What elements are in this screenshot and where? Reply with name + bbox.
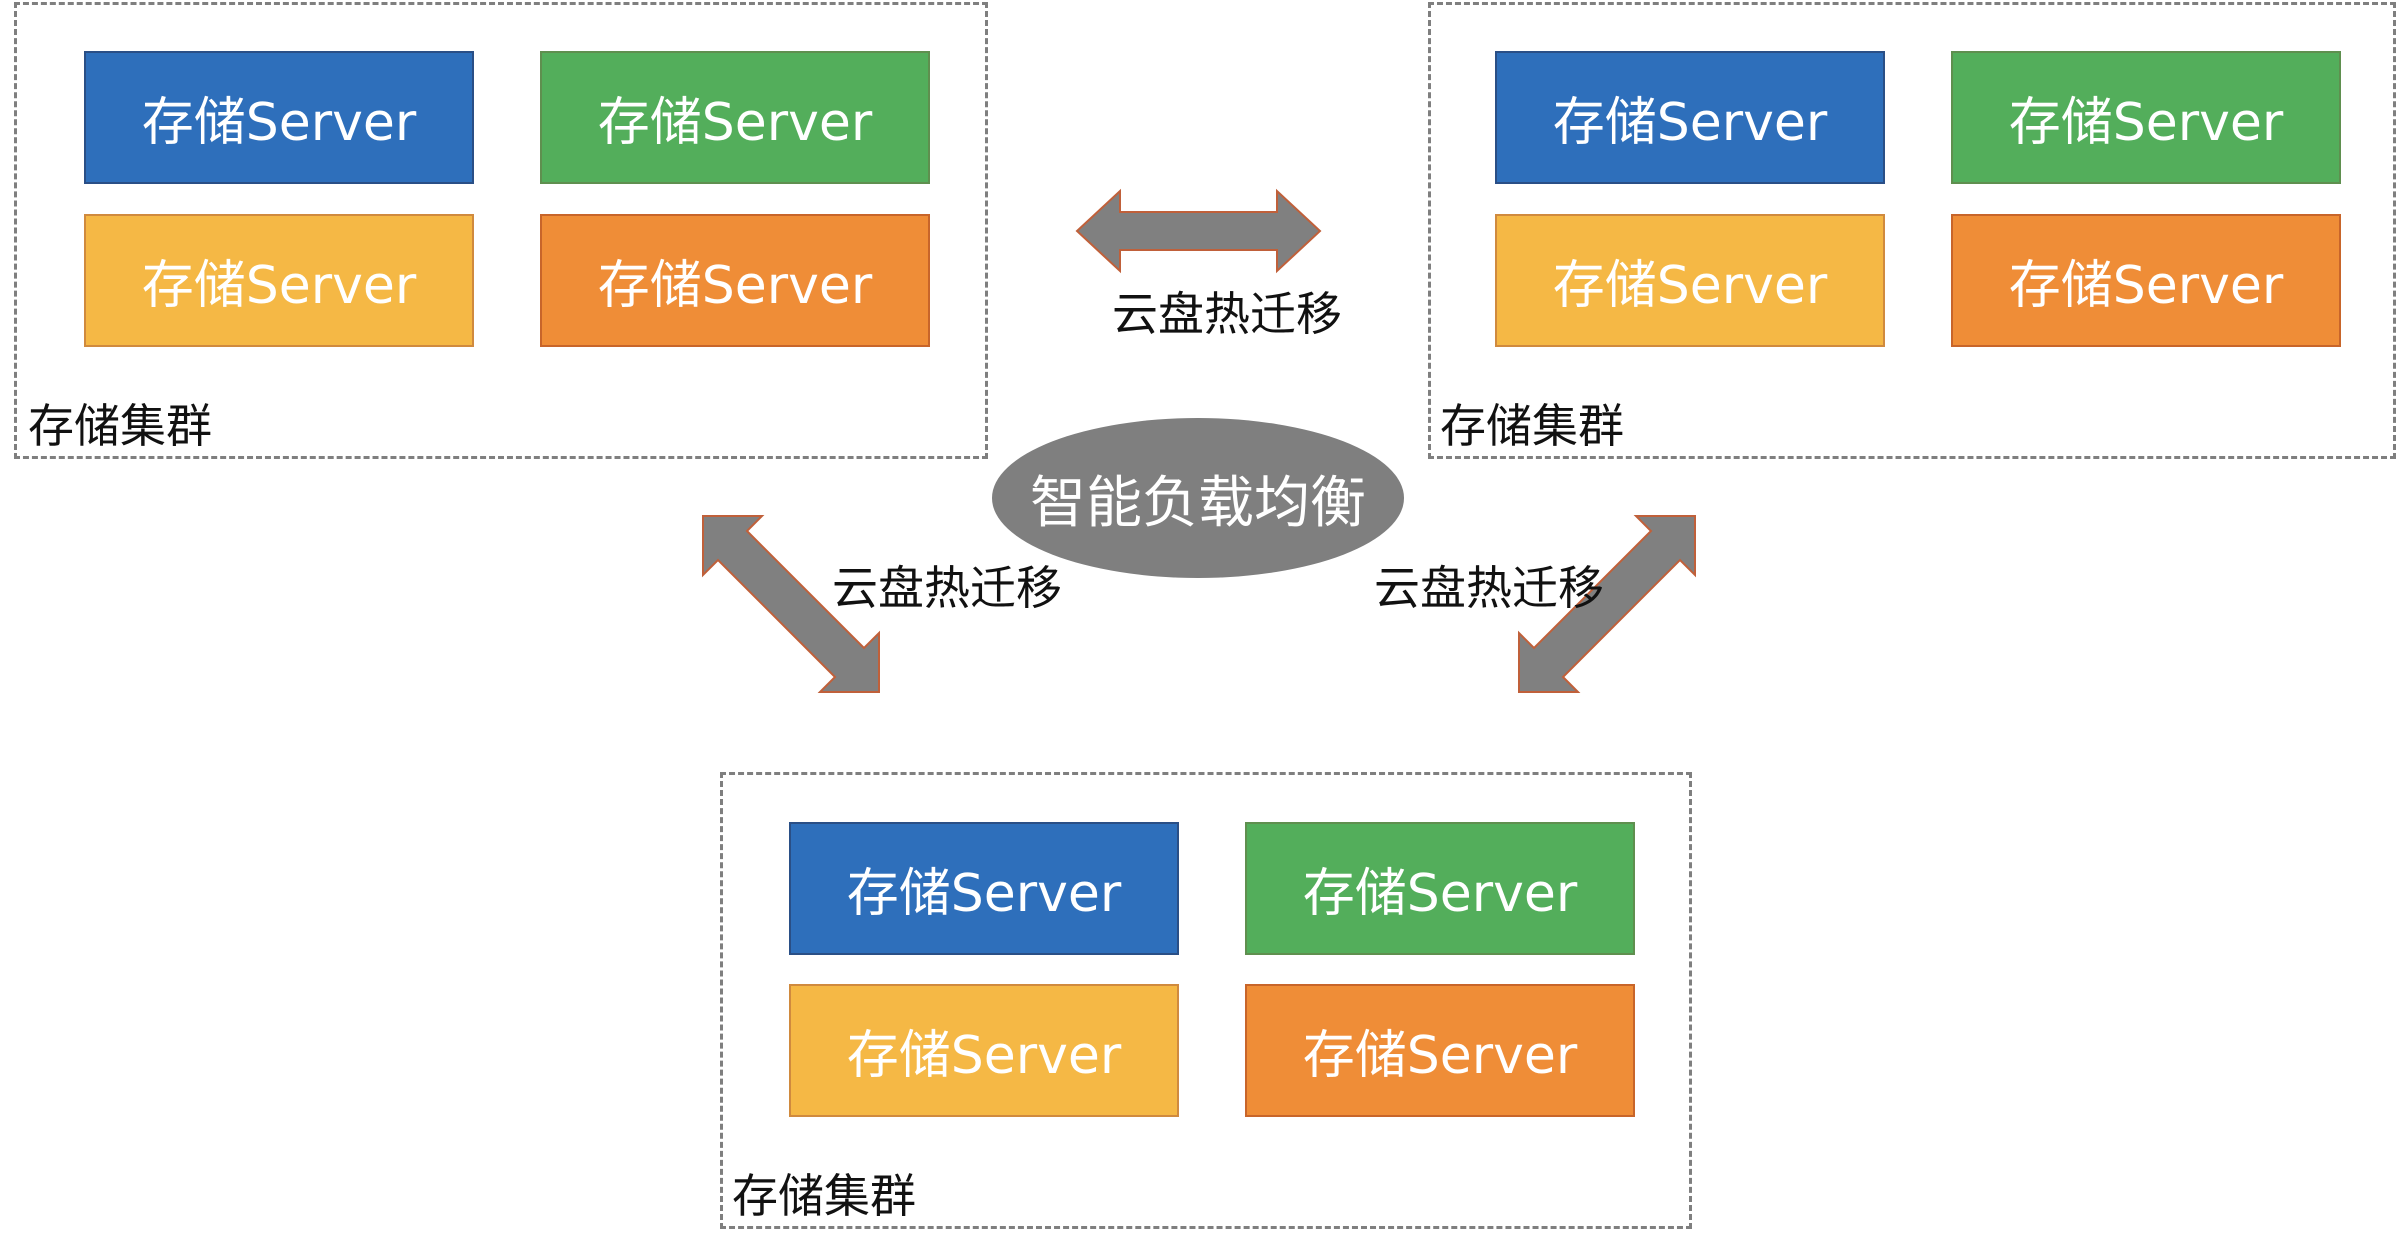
double-arrow-horizontal-icon <box>1075 188 1322 274</box>
storage-cluster-bottom <box>720 772 1692 1229</box>
migration-label-right: 云盘热迁移 <box>1374 561 1604 615</box>
smart-load-balancer: 智能负载均衡 <box>992 418 1404 578</box>
cluster-label: 存储集群 <box>1440 399 1624 453</box>
storage-server-yellow: 存储Server <box>84 214 474 347</box>
storage-server-yellow: 存储Server <box>1495 214 1885 347</box>
double-arrow-diagonal-left-icon <box>702 515 880 693</box>
storage-server-orange: 存储Server <box>1245 984 1635 1117</box>
storage-server-yellow: 存储Server <box>789 984 1179 1117</box>
cluster-label: 存储集群 <box>28 399 212 453</box>
storage-server-blue: 存储Server <box>1495 51 1885 184</box>
storage-server-blue: 存储Server <box>789 822 1179 955</box>
double-arrow-diagonal-right-icon <box>1518 515 1696 693</box>
storage-server-orange: 存储Server <box>540 214 930 347</box>
storage-server-blue: 存储Server <box>84 51 474 184</box>
migration-label-top: 云盘热迁移 <box>1112 287 1342 341</box>
migration-label-left: 云盘热迁移 <box>832 561 1062 615</box>
storage-cluster-top-right <box>1428 2 2396 459</box>
storage-server-green: 存储Server <box>540 51 930 184</box>
storage-cluster-top-left <box>14 2 988 459</box>
cluster-label: 存储集群 <box>732 1169 916 1223</box>
storage-server-green: 存储Server <box>1951 51 2341 184</box>
storage-server-orange: 存储Server <box>1951 214 2341 347</box>
storage-server-green: 存储Server <box>1245 822 1635 955</box>
